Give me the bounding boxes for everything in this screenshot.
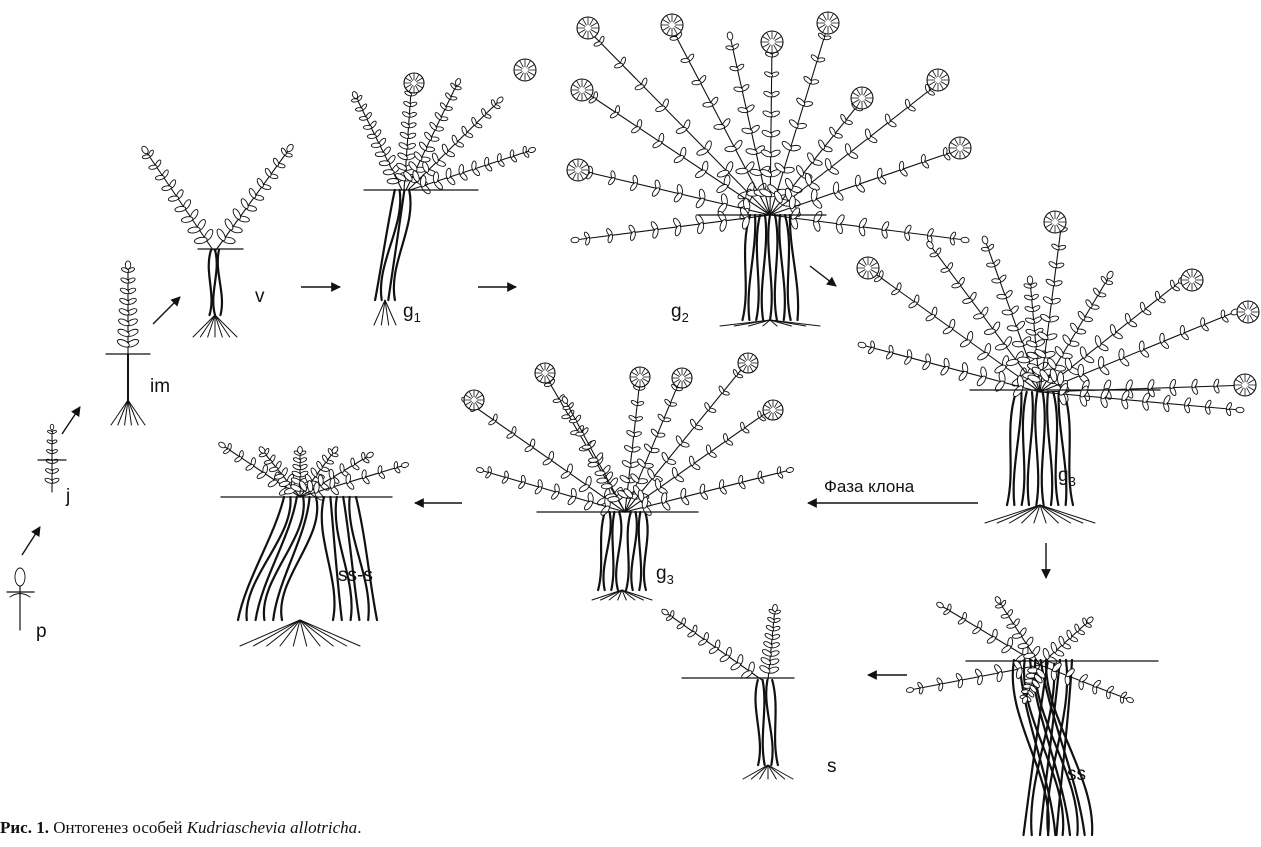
phase-label-clone: Фаза клона <box>824 477 915 496</box>
stage-label-im: im <box>150 376 170 397</box>
caption-prefix: Рис. 1. <box>0 818 49 837</box>
caption-species: Kudriaschevia allotricha <box>187 818 357 837</box>
arrow-im-to-v <box>153 297 180 324</box>
caption-suffix: . <box>357 818 361 837</box>
plant-j <box>38 424 66 492</box>
stage-arrows <box>22 266 1046 675</box>
stage-label-ss: ss <box>1067 764 1086 785</box>
plant-im <box>106 261 150 425</box>
stage-label-j: j <box>65 486 70 507</box>
stage-label-ss-s: ss-s <box>338 565 373 586</box>
plant-g3-clone <box>461 353 794 600</box>
plant-ss <box>906 596 1158 835</box>
stage-label-g1: g1 <box>403 301 421 325</box>
plant-ss-s <box>218 441 409 646</box>
plant-s <box>661 604 794 779</box>
stage-label-g2: g2 <box>671 301 689 325</box>
stage-label-g3-adult: g3 <box>1058 465 1076 489</box>
plant-g1 <box>351 59 536 325</box>
plant-v <box>140 143 294 337</box>
stage-label-v: v <box>255 286 265 307</box>
arrow-p-to-j <box>22 527 40 555</box>
stage-label-g3-clone: g3 <box>656 563 674 587</box>
plant-illustrations <box>7 12 1259 835</box>
plant-g2 <box>567 12 971 326</box>
plant-p <box>7 568 34 630</box>
figure-caption: Рис. 1. Онтогенез особей Kudriaschevia a… <box>0 818 361 838</box>
stage-label-p: p <box>36 621 47 642</box>
stage-label-s: s <box>827 756 837 777</box>
caption-text: Онтогенез особей <box>49 818 187 837</box>
arrow-g2-to-g3 <box>810 266 836 286</box>
arrow-j-to-im <box>62 407 80 434</box>
